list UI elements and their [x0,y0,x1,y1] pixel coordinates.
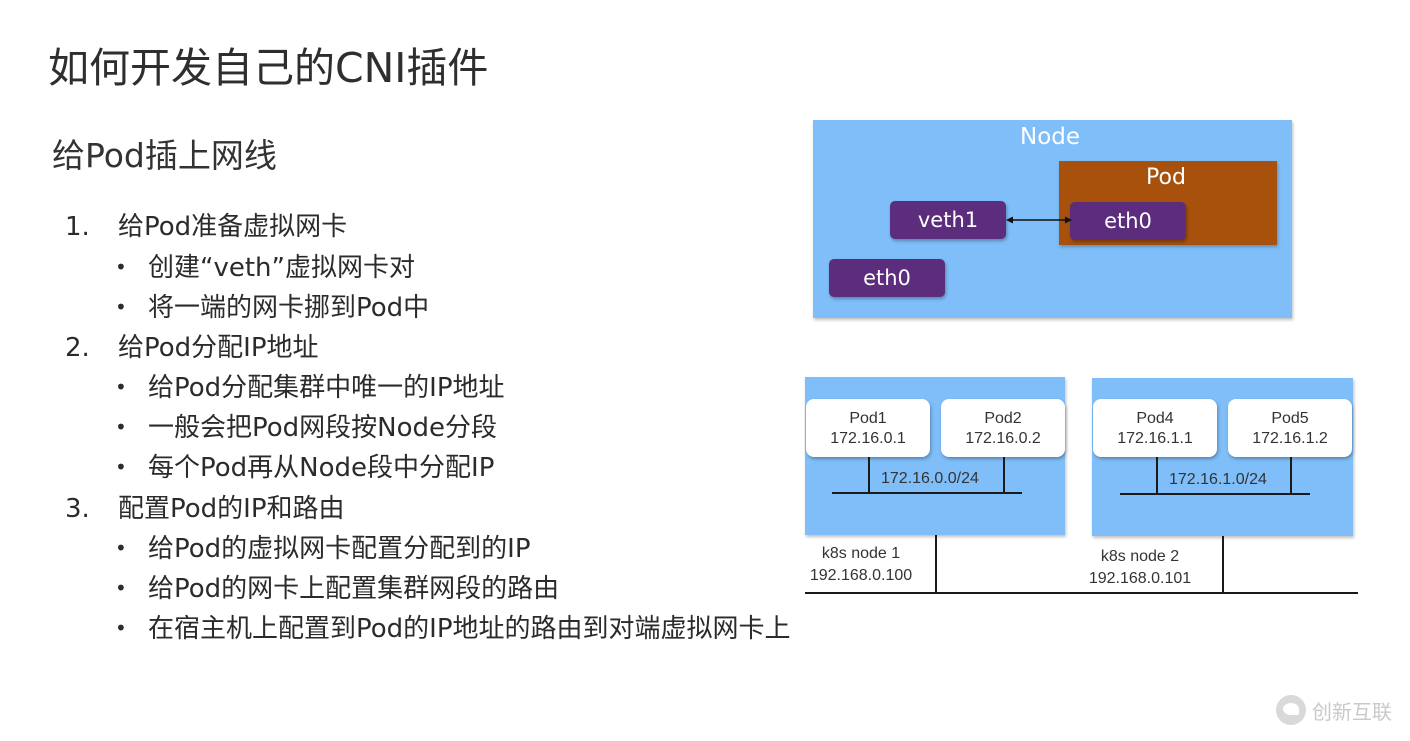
pod-ip: 172.16.0.2 [965,430,1041,447]
slide-title: 如何开发自己的CNI插件 [48,44,489,92]
step-3-sub-3: 在宿主机上配置到Pod的IP地址的路由到对端虚拟网卡上 [148,614,791,644]
node1-bridge [832,492,1022,494]
step-2-number: 2. [65,333,90,363]
bullet-dot: • [115,375,127,399]
pod-name: Pod1 [849,410,887,427]
node1-ip: 192.168.0.100 [809,567,913,584]
step-2-sub-1: 给Pod分配集群中唯一的IP地址 [148,373,505,403]
step-1-label: 给Pod准备虚拟网卡 [118,212,348,242]
pod4-link [1156,457,1158,495]
slide-subtitle: 给Pod插上网线 [52,136,277,175]
pod5-link [1290,457,1292,495]
node-eth0-nic: eth0 [829,259,945,297]
watermark-logo-icon [1276,695,1306,725]
bullet-dot: • [115,536,127,560]
pod2-link [1003,457,1005,494]
bullet-dot: • [115,415,127,439]
step-1-sub-1: 创建“veth”虚拟网卡对 [148,253,415,283]
node1-info: k8s node 1 192.168.0.100 [803,543,919,587]
node2-info: k8s node 2 192.168.0.101 [1082,546,1198,590]
node1-uplink [935,535,937,593]
step-1-sub-2: 将一端的网卡挪到Pod中 [148,293,430,323]
host-network-line [805,592,1358,594]
watermark: 创新互联 [1276,695,1392,725]
pod-name: Pod2 [984,410,1022,427]
pod1-link [868,457,870,494]
step-2-sub-3: 每个Pod再从Node段中分配IP [148,453,495,483]
node2-ip: 192.168.0.101 [1088,570,1192,587]
step-3-number: 3. [65,494,90,524]
step-2-label: 给Pod分配IP地址 [118,333,319,363]
pod-card-pod2: Pod2 172.16.0.2 [941,399,1065,457]
pod-eth0-nic: eth0 [1070,202,1186,240]
node2-bridge [1120,493,1310,495]
pod-ip: 172.16.0.1 [830,430,906,447]
pod-name: Pod5 [1271,410,1309,427]
step-2-sub-2: 一般会把Pod网段按Node分段 [148,413,498,443]
pod-card-pod4: Pod4 172.16.1.1 [1093,399,1217,457]
veth-link-arrow [1006,216,1072,224]
watermark-text: 创新互联 [1312,699,1392,724]
step-3-sub-2: 给Pod的网卡上配置集群网段的路由 [148,574,560,604]
step-3-label: 配置Pod的IP和路由 [118,494,345,524]
bullet-dot: • [115,576,127,600]
step-1-number: 1. [65,212,90,242]
node2-subnet: 172.16.1.0/24 [1169,471,1267,488]
node-label: Node [1019,124,1081,150]
node2-name: k8s node 2 [1100,548,1180,565]
bullet-dot: • [115,616,127,640]
pod-ip: 172.16.1.2 [1252,430,1328,447]
pod-label: Pod [1146,165,1186,190]
node1-subnet: 172.16.0.0/24 [881,470,979,487]
node2-uplink [1222,536,1224,593]
pod-card-pod5: Pod5 172.16.1.2 [1228,399,1352,457]
step-3-sub-1: 给Pod的虚拟网卡配置分配到的IP [148,534,531,564]
veth1-nic: veth1 [890,201,1006,239]
bullet-dot: • [115,295,127,319]
bullet-dot: • [115,255,127,279]
pod-name: Pod4 [1136,410,1174,427]
node1-name: k8s node 1 [821,545,901,562]
bullet-dot: • [115,455,127,479]
pod-card-pod1: Pod1 172.16.0.1 [806,399,930,457]
pod-ip: 172.16.1.1 [1117,430,1193,447]
